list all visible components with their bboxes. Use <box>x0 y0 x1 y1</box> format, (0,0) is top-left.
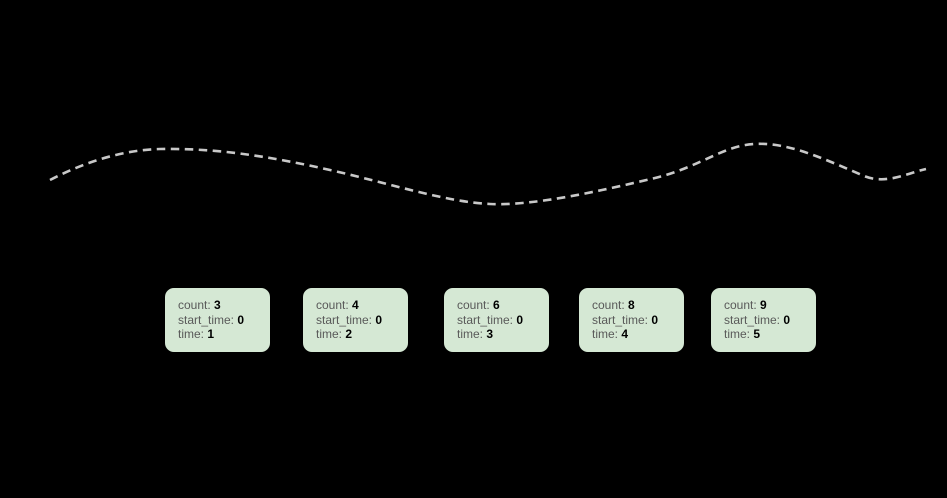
state-node-1: count: 3 start_time: 0 time: 1 <box>165 288 270 352</box>
dashed-curve <box>49 142 927 206</box>
field-start-time: start_time: 0 <box>724 313 809 328</box>
start-time-value: 0 <box>783 312 791 327</box>
count-label: count: <box>457 298 490 312</box>
field-time: time: 4 <box>592 327 677 342</box>
count-value: 4 <box>352 298 359 312</box>
count-label: count: <box>724 298 757 312</box>
field-time: time: 5 <box>724 327 809 342</box>
state-node-5: count: 9 start_time: 0 time: 5 <box>711 288 816 352</box>
field-time: time: 2 <box>316 327 401 342</box>
time-value: 2 <box>345 327 353 341</box>
start-time-value: 0 <box>375 312 383 327</box>
time-label: time: <box>316 327 343 341</box>
field-count: count: 9 <box>724 298 809 313</box>
field-count: count: 6 <box>457 298 542 313</box>
start-time-label: start_time: <box>592 312 649 327</box>
time-value: 5 <box>753 327 761 341</box>
start-time-label: start_time: <box>457 312 514 327</box>
state-node-3: count: 6 start_time: 0 time: 3 <box>444 288 549 352</box>
start-time-label: start_time: <box>724 312 781 327</box>
start-time-value: 0 <box>651 312 659 327</box>
field-time: time: 3 <box>457 327 542 342</box>
time-label: time: <box>724 327 751 341</box>
count-value: 8 <box>628 298 635 312</box>
field-count: count: 4 <box>316 298 401 313</box>
state-node-4: count: 8 start_time: 0 time: 4 <box>579 288 684 352</box>
state-node-2: count: 4 start_time: 0 time: 2 <box>303 288 408 352</box>
count-label: count: <box>316 298 349 312</box>
time-value: 3 <box>486 327 494 341</box>
start-time-label: start_time: <box>316 312 373 327</box>
time-value: 4 <box>621 327 629 341</box>
count-label: count: <box>592 298 625 312</box>
time-label: time: <box>178 327 205 341</box>
start-time-label: start_time: <box>178 312 235 327</box>
start-time-value: 0 <box>516 312 524 327</box>
time-value: 1 <box>207 327 215 341</box>
field-start-time: start_time: 0 <box>178 313 263 328</box>
count-label: count: <box>178 298 211 312</box>
field-count: count: 3 <box>178 298 263 313</box>
count-value: 9 <box>760 298 767 312</box>
time-label: time: <box>457 327 484 341</box>
field-time: time: 1 <box>178 327 263 342</box>
time-label: time: <box>592 327 619 341</box>
field-start-time: start_time: 0 <box>592 313 677 328</box>
field-start-time: start_time: 0 <box>457 313 542 328</box>
field-count: count: 8 <box>592 298 677 313</box>
count-value: 3 <box>214 298 221 312</box>
count-value: 6 <box>493 298 500 312</box>
field-start-time: start_time: 0 <box>316 313 401 328</box>
start-time-value: 0 <box>237 312 245 327</box>
